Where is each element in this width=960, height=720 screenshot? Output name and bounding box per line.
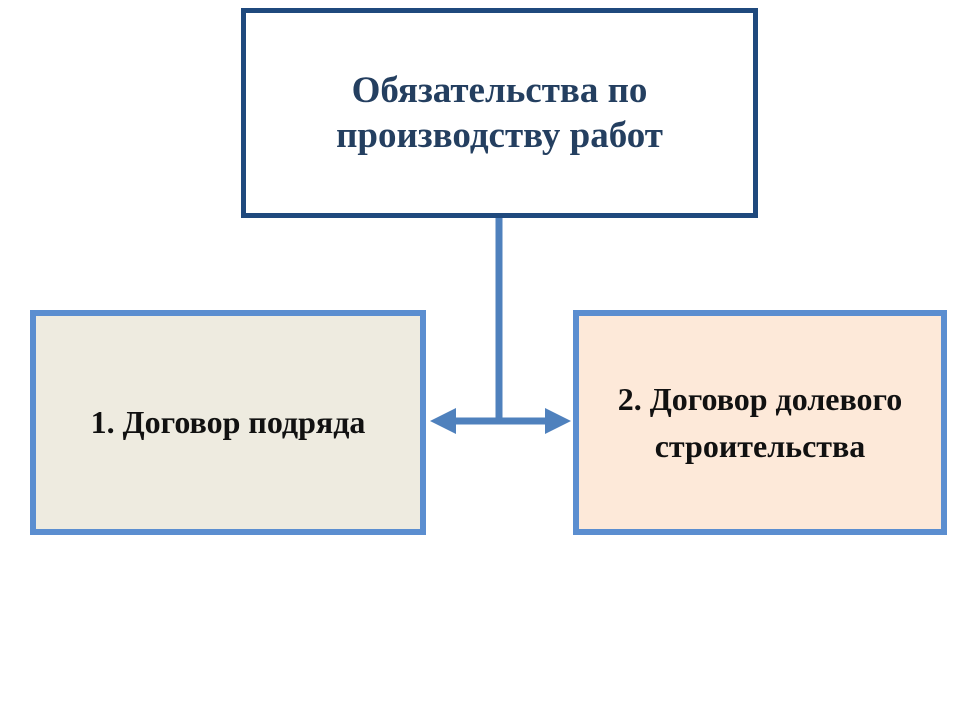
arrowhead-right-icon bbox=[545, 408, 571, 434]
left-node-box: 1. Договор подряда bbox=[30, 310, 426, 535]
top-node-box: Обязательства по производству работ bbox=[241, 8, 758, 218]
arrowhead-left-icon bbox=[430, 408, 456, 434]
top-node-label-line2: производству работ bbox=[336, 115, 663, 156]
top-node-label: Обязательства по производству работ bbox=[336, 68, 663, 158]
right-node-box: 2. Договор долевого строительства bbox=[573, 310, 947, 535]
left-node-label: 1. Договор подряда bbox=[90, 403, 366, 440]
right-node-label-line2: строительства bbox=[654, 427, 866, 464]
right-node-label: 2. Договор долевого строительства bbox=[618, 376, 903, 469]
right-node-label-line1: 2. Договор долевого bbox=[617, 381, 903, 418]
top-node-label-line1: Обязательства по bbox=[351, 69, 648, 111]
